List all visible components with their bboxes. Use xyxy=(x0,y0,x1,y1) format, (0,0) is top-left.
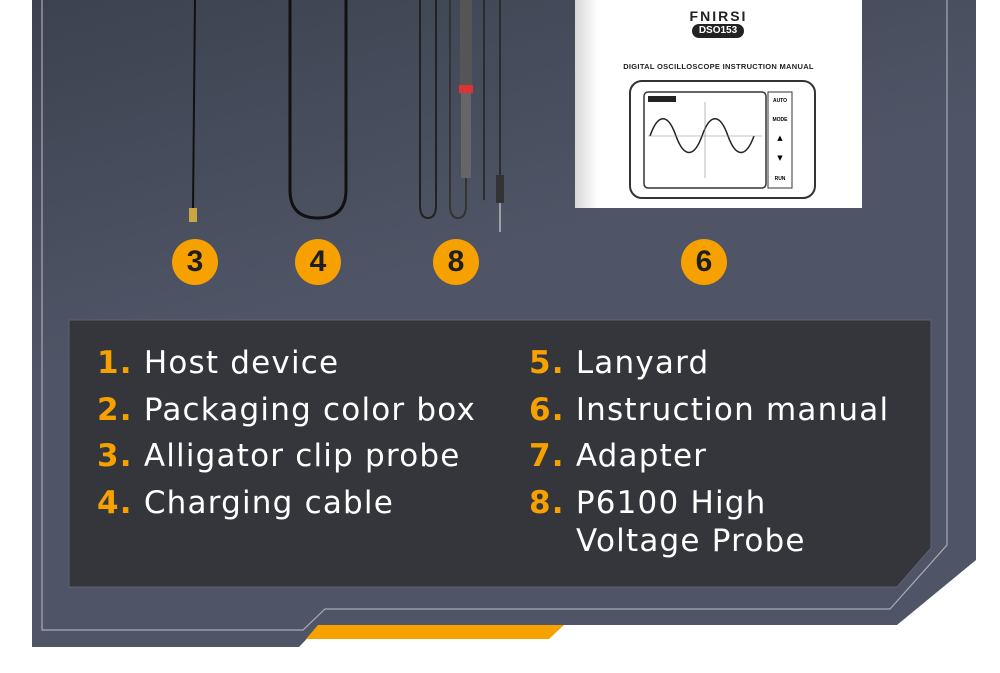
list-item: 3. Alligator clip probe xyxy=(97,438,461,474)
callout-badge-3: 3 xyxy=(172,239,218,285)
accent-stripe xyxy=(306,625,564,639)
list-item: 1. Host device xyxy=(97,345,340,381)
manual-title: DIGITAL OSCILLOSCOPE INSTRUCTION MANUAL xyxy=(623,62,814,71)
package-list-right: 5. Lanyard 6. Instruction manual 7. Adap… xyxy=(529,340,889,560)
manual-brand-logo: FNIRSI xyxy=(689,8,748,24)
list-item: 5. Lanyard xyxy=(529,345,710,381)
manual-button-mode: MODE xyxy=(773,117,789,123)
package-list-left: 1. Host device 2. Packaging color box 3.… xyxy=(97,340,476,526)
callout-badge-4: 4 xyxy=(295,239,341,285)
callout-badge-8: 8 xyxy=(433,239,479,285)
manual-button-down: ▼ xyxy=(777,154,783,162)
panel-outline xyxy=(41,0,948,631)
list-box xyxy=(68,319,932,588)
list-item: 2. Packaging color box xyxy=(97,391,477,428)
instruction-manual: FNIRSI DSO153 DIGITAL OSCILLOSCOPE INSTR… xyxy=(575,0,862,208)
alligator-clip-probe xyxy=(189,0,197,222)
list-item: 4. Charging cable xyxy=(97,484,394,521)
manual-button-auto: AUTO xyxy=(773,98,787,104)
oscilloscope-illustration: AUTO MODE ▲ ▼ RUN xyxy=(629,80,816,199)
list-item: 7. Adapter xyxy=(529,438,708,474)
charging-cable xyxy=(288,0,348,220)
list-item: 6. Instruction manual xyxy=(529,391,890,428)
manual-button-run: RUN xyxy=(775,176,786,182)
manual-model-badge: DSO153 xyxy=(692,24,744,38)
callout-badge-6: 6 xyxy=(681,239,727,285)
manual-button-up: ▲ xyxy=(777,134,783,142)
high-voltage-probe xyxy=(419,0,504,232)
